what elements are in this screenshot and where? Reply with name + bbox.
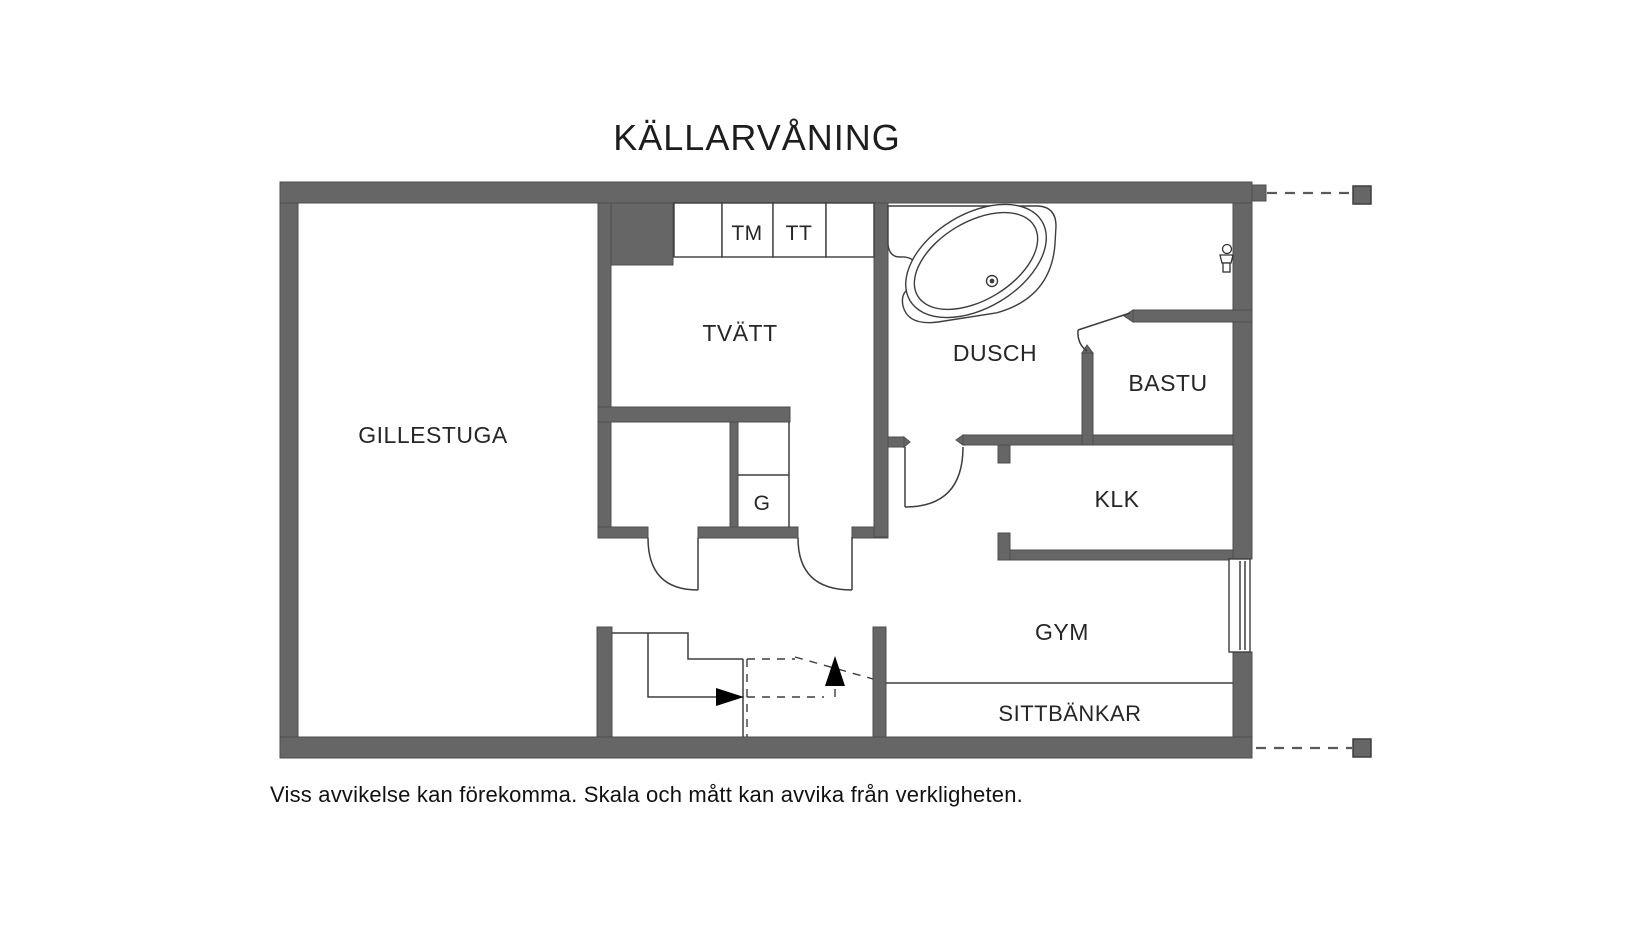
door-leaf-bastu <box>1077 312 1131 331</box>
outer-walls <box>279 181 1267 759</box>
connector-marker-bottom <box>1352 738 1372 758</box>
disclaimer-text: Viss avvikelse kan förekomma. Skala och … <box>270 782 1023 807</box>
page-title: KÄLLARVÅNING <box>613 117 900 158</box>
reference-connectors <box>1256 185 1372 758</box>
mixer-body <box>1222 262 1231 273</box>
mixer-valve <box>1219 254 1234 264</box>
cabinet-cell-tm <box>721 202 774 258</box>
wall-bastu-divider <box>1081 352 1094 446</box>
wall-bottom <box>279 736 1253 759</box>
wardrobe-g <box>738 422 790 527</box>
room-label-gym: GYM <box>1035 619 1089 645</box>
wall-gillestuga-right <box>597 202 612 539</box>
wall-closet-divider <box>729 421 739 528</box>
door-swing-bastu <box>1077 329 1088 352</box>
room-label-klk: KLK <box>1095 486 1140 512</box>
wall-stair-left <box>596 626 613 738</box>
room-label-bastu: BASTU <box>1128 370 1207 396</box>
wall-hall-seg-b <box>697 526 799 539</box>
cabinet-cell <box>825 202 875 258</box>
cabinet-label-tm: TM <box>731 222 762 245</box>
wall-door-jamb-stub <box>887 436 905 448</box>
wall-klk-bottom <box>1009 549 1234 561</box>
stairs <box>612 632 874 737</box>
wall-bastu-top <box>1132 309 1253 323</box>
wall-tvatt-bottom <box>597 406 791 423</box>
wall-klk-top-tip <box>955 434 964 446</box>
door-swing-room1 <box>647 537 699 591</box>
door-swing-dusch <box>904 446 964 508</box>
doors <box>647 312 1131 591</box>
shower-mixer-icon <box>1219 243 1234 273</box>
wall-door-jamb-tip <box>903 435 911 449</box>
stair-hidden-diagonal <box>794 656 874 680</box>
wall-bastu-top-tip <box>1123 309 1134 323</box>
wall-right-upper <box>1232 202 1253 560</box>
wall-klk-top <box>962 434 1234 446</box>
wall-klk-stub-down <box>997 444 1011 464</box>
connector-marker-top <box>1352 185 1372 205</box>
stair-walkline <box>647 633 716 698</box>
interior-walls <box>596 202 1253 738</box>
room-label-tvatt: TVÄTT <box>702 320 777 346</box>
bathtub-icon <box>887 203 1057 324</box>
arrow-up-icon <box>825 656 845 686</box>
wall-klk-bottom-stub <box>997 532 1011 561</box>
door-swing-tvatt <box>797 537 853 591</box>
room-label-garderob: G <box>754 492 771 515</box>
arrow-right-icon <box>716 688 744 706</box>
wall-hall-seg-a <box>597 526 649 539</box>
bathtub-rim-inner <box>913 211 1039 311</box>
laundry-cabinets <box>673 202 875 258</box>
wall-right-lower <box>1232 651 1253 738</box>
stair-step-outline <box>612 632 743 660</box>
room-label-dusch: DUSCH <box>953 340 1037 366</box>
mixer-knob <box>1221 243 1233 255</box>
room-label-sittbankar: SITTBÄNKAR <box>998 701 1141 726</box>
room-labels: KÄLLARVÅNING GILLESTUGA TVÄTT TM TT DUSC… <box>270 117 1207 807</box>
wall-left <box>279 202 299 738</box>
cabinet-cell <box>673 202 723 258</box>
window-icon <box>1228 558 1251 653</box>
drain-center <box>989 278 995 284</box>
wall-corridor <box>873 202 889 538</box>
wall-stair-right <box>872 626 887 738</box>
cabinet-label-tt: TT <box>786 222 813 245</box>
wall-top <box>279 181 1253 204</box>
wall-stub-top-right <box>1251 184 1267 202</box>
room-label-gillestuga: GILLESTUGA <box>358 422 508 448</box>
